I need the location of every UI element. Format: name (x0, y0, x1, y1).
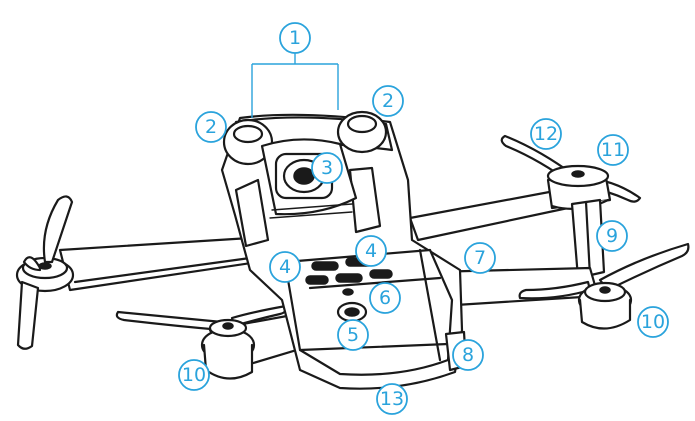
callout-1: 1 (279, 22, 311, 54)
callout-8: 8 (452, 339, 484, 371)
svg-text:1: 1 (289, 27, 301, 49)
callout-5: 5 (337, 319, 369, 351)
callout-11: 11 (597, 134, 629, 166)
landing-gear-antenna (570, 198, 606, 280)
callout-leaders (251, 52, 339, 118)
svg-text:2: 2 (205, 116, 217, 138)
svg-text:6: 6 (379, 287, 391, 309)
callout-3: 3 (311, 152, 343, 184)
svg-text:10: 10 (182, 364, 206, 386)
svg-text:3: 3 (321, 157, 333, 179)
callout-12: 12 (530, 118, 562, 150)
rear-right-arm (408, 188, 570, 242)
callout-4-left: 4 (269, 251, 301, 283)
svg-text:5: 5 (347, 324, 359, 346)
callout-2-left: 2 (195, 111, 227, 143)
rear-left-propeller (22, 195, 74, 272)
callout-4-right: 4 (355, 235, 387, 267)
front-right-motor (577, 281, 633, 330)
callout-7: 7 (464, 242, 496, 274)
rear-left-motor (15, 256, 75, 350)
callout-2-right: 2 (372, 85, 404, 117)
callout-9: 9 (596, 220, 628, 252)
front-left-motor (200, 318, 256, 380)
svg-text:10: 10 (641, 311, 665, 333)
forward-vision-system (222, 110, 388, 166)
callout-10-left: 10 (178, 359, 210, 391)
front-right-propeller (518, 242, 690, 300)
front-left-propeller (115, 304, 288, 332)
callout-10-right: 10 (637, 306, 669, 338)
svg-text:11: 11 (601, 139, 625, 161)
callout-13: 13 (376, 383, 408, 415)
rear-left-arm (58, 236, 260, 292)
svg-text:4: 4 (365, 240, 377, 262)
svg-text:13: 13 (380, 388, 404, 410)
svg-text:4: 4 (279, 256, 291, 278)
svg-text:7: 7 (474, 247, 486, 269)
svg-text:12: 12 (534, 123, 558, 145)
svg-text:9: 9 (606, 225, 618, 247)
svg-text:8: 8 (462, 344, 474, 366)
svg-text:2: 2 (382, 90, 394, 112)
callout-6: 6 (369, 282, 401, 314)
